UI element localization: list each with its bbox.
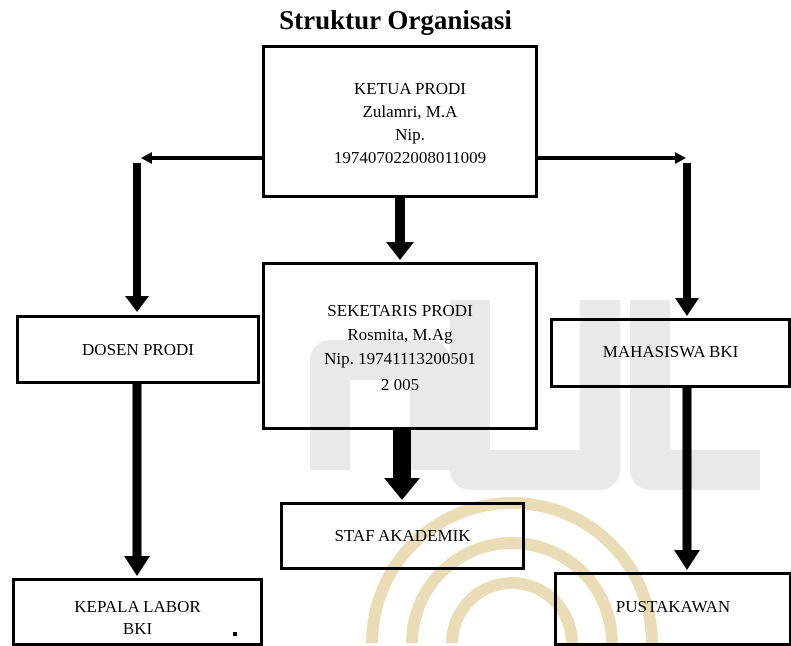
arrowhead-right bbox=[675, 152, 686, 164]
node-seketaris-prodi bbox=[262, 262, 538, 430]
watermark-shape-right bbox=[630, 300, 760, 490]
ketua-line-nip-label: Nip. bbox=[395, 125, 425, 144]
seketaris-line-title: SEKETARIS PRODI bbox=[327, 301, 473, 320]
arrowhead-kepala bbox=[124, 556, 150, 576]
ketua-line-title: KETUA PRODI bbox=[354, 79, 466, 98]
node-staf-akademik bbox=[280, 502, 525, 570]
arrowhead-left bbox=[141, 152, 152, 164]
node-ketua-prodi bbox=[262, 45, 538, 198]
node-dosen-prodi bbox=[16, 315, 260, 384]
arrowhead-staf bbox=[384, 478, 420, 500]
diagram-title: Struktur Organisasi bbox=[279, 5, 512, 35]
kepala-labor-line-2: BKI bbox=[122, 619, 153, 638]
arrowhead-dosen bbox=[125, 296, 149, 312]
seketaris-line-nip-tail: 2 005 bbox=[380, 375, 420, 394]
arrowhead-seketaris bbox=[386, 242, 414, 260]
watermark-arc-middle bbox=[406, 537, 618, 643]
dosen-label: DOSEN PRODI bbox=[82, 340, 194, 359]
seketaris-line-name: Rosmita, M.Ag bbox=[347, 325, 453, 344]
kepala-labor-line-1: KEPALA LABOR bbox=[74, 597, 201, 616]
mahasiswa-label: MAHASISWA BKI bbox=[602, 342, 739, 361]
seketaris-line-nip: Nip. 19741113200501 bbox=[324, 349, 476, 368]
node-mahasiswa-bki bbox=[550, 318, 791, 388]
pustakawan-label: PUSTAKAWAN bbox=[615, 597, 731, 616]
ketua-line-name: Zulamri, M.A bbox=[362, 102, 458, 121]
arrowhead-mahasiswa bbox=[675, 298, 699, 316]
arrowhead-pustakawan bbox=[674, 550, 700, 570]
ketua-line-nip: 197407022008011009 bbox=[333, 148, 487, 167]
watermark-shape-left bbox=[310, 340, 450, 470]
watermark-arc-inner bbox=[446, 577, 578, 643]
stray-dot bbox=[233, 632, 237, 636]
staf-label: STAF AKADEMIK bbox=[334, 526, 471, 545]
